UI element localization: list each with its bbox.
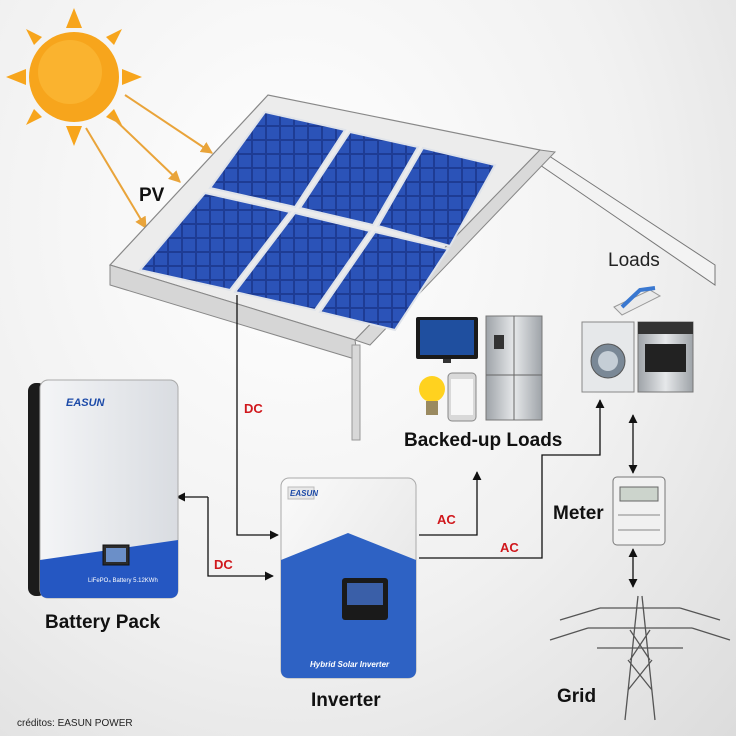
tv-icon	[416, 317, 478, 363]
dc-pv-label: DC	[244, 401, 263, 416]
wires	[176, 295, 638, 588]
washing-machine-icon	[581, 321, 635, 393]
inverter-name-label: Hybrid Solar Inverter	[310, 660, 390, 669]
grid-label: Grid	[557, 686, 597, 707]
battery-model-label: LiFePO₄ Battery 5.12KWh	[88, 578, 158, 584]
ac-loads-label: AC	[500, 540, 519, 555]
inverter-brand: EASUN	[290, 489, 319, 498]
dc-battery-label: DC	[214, 557, 233, 572]
meter-icon	[612, 476, 666, 546]
bulb-icon	[419, 376, 445, 415]
battery-brand: EASUN	[66, 397, 105, 409]
sun-icon	[6, 8, 142, 146]
pv-label: PV	[139, 185, 165, 206]
meter-label: Meter	[553, 503, 604, 524]
solar-panel-icon	[138, 110, 497, 332]
iron-icon	[613, 286, 662, 316]
fridge-icon	[485, 315, 543, 421]
phone-icon	[447, 372, 477, 422]
sunlight-arrows	[85, 94, 213, 230]
inverter-label: Inverter	[311, 690, 381, 711]
battery-icon	[28, 379, 179, 599]
credits-label: créditos: EASUN POWER	[17, 718, 133, 729]
inverter-icon	[280, 477, 417, 679]
ac-backed-label: AC	[437, 512, 456, 527]
stove-icon	[637, 321, 694, 393]
power-tower-icon	[549, 595, 731, 721]
loads-label: Loads	[608, 250, 660, 271]
backed-up-loads-label: Backed-up Loads	[404, 430, 563, 451]
battery-pack-label: Battery Pack	[45, 612, 161, 633]
